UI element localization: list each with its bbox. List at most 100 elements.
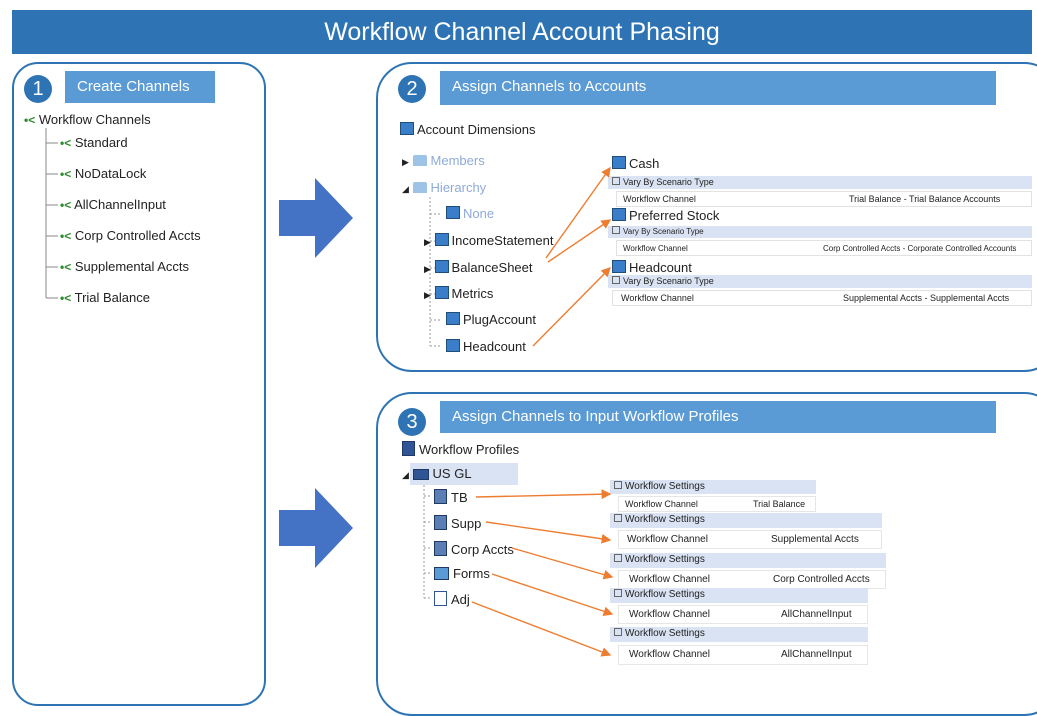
step3-header: Assign Channels to Input Workflow Profil… <box>440 401 996 433</box>
form-icon <box>434 567 449 580</box>
profile-forms[interactable]: Forms <box>434 566 490 582</box>
channel-item-corp-controlled: •< Corp Controlled Accts <box>60 228 201 244</box>
section-label: Vary By Scenario Type <box>623 227 704 236</box>
field-value[interactable]: Trial Balance <box>753 499 806 509</box>
section-label: Workflow Settings <box>625 589 705 600</box>
member-icon <box>434 260 449 273</box>
profile-connectors <box>471 489 614 657</box>
us-gl-highlight <box>410 463 518 485</box>
collapse-box-icon[interactable] <box>614 628 622 636</box>
card-title: Preferred Stock <box>629 208 720 223</box>
collapse-arrow-icon[interactable]: ◢ <box>402 470 409 480</box>
field-value[interactable]: Corp Controlled Accts <box>773 574 870 585</box>
profile-corp-accts[interactable]: Corp Accts <box>434 541 514 558</box>
collapse-box-icon[interactable] <box>612 226 620 234</box>
card-row: Workflow Channel Corp Controlled Accts - … <box>616 240 1032 256</box>
channel-tree-lines <box>45 128 58 299</box>
member-icon <box>434 286 449 299</box>
field-value[interactable]: AllChannelInput <box>781 649 852 660</box>
workflow-settings-header: Workflow Settings <box>610 553 886 568</box>
channel-label: AllChannelInput <box>74 197 166 212</box>
panel-assign-accounts <box>376 62 1037 372</box>
expand-arrow-icon[interactable]: ▶ <box>424 264 431 274</box>
account-card-title-cash: Cash <box>612 156 659 172</box>
tree-node-members[interactable]: ▶ Members <box>402 153 485 170</box>
tree-label: Hierarchy <box>430 180 487 195</box>
tree-node-balancesheet[interactable]: ▶ BalanceSheet <box>424 260 533 277</box>
tree-node-headcount[interactable]: Headcount <box>446 339 526 355</box>
collapse-box-icon[interactable] <box>614 554 622 562</box>
field-value[interactable]: Corp Controlled Accts - Corporate Contro… <box>823 244 1017 253</box>
collapse-arrow-icon[interactable]: ◢ <box>402 184 409 194</box>
workflow-settings-header: Workflow Settings <box>610 627 868 642</box>
step3-badge: 3 <box>398 408 426 436</box>
profile-icon <box>434 489 447 504</box>
profile-supp[interactable]: Supp <box>434 515 481 532</box>
expand-arrow-icon[interactable]: ▶ <box>424 290 431 300</box>
field-value[interactable]: AllChannelInput <box>781 609 852 620</box>
field-value[interactable]: Trial Balance - Trial Balance Accounts <box>849 194 1001 204</box>
tree-node-hierarchy[interactable]: ◢ Hierarchy <box>402 180 486 197</box>
card-title: Cash <box>629 156 660 171</box>
folder-icon <box>412 182 427 193</box>
channel-item-trial-balance: •< Trial Balance <box>60 290 150 306</box>
field-value[interactable]: Supplemental Accts <box>771 534 859 545</box>
step2-badge: 2 <box>398 75 426 103</box>
card-section-header: Vary By Scenario Type <box>608 176 1032 189</box>
channel-label: Corp Controlled Accts <box>74 228 201 243</box>
tree-label: Members <box>430 153 485 168</box>
tree-label: IncomeStatement <box>451 233 554 248</box>
channel-label: Supplemental Accts <box>74 259 190 274</box>
flow-arrow-to-step2 <box>279 178 353 258</box>
channel-item-nodatalock: •< NoDataLock <box>60 166 146 182</box>
section-label: Workflow Settings <box>625 481 705 492</box>
expand-arrow-icon[interactable]: ▶ <box>402 157 409 167</box>
tree-node-incomestatement[interactable]: ▶ IncomeStatement <box>424 233 553 250</box>
tree-node-us-gl[interactable]: ◢ US GL <box>402 466 472 483</box>
expand-arrow-icon[interactable]: ▶ <box>424 237 431 247</box>
field-label: Workflow Channel <box>627 534 708 545</box>
flow-arrow-to-step3 <box>279 488 353 568</box>
diagram-title: Workflow Channel Account Phasing <box>12 10 1032 54</box>
channel-item-supplemental: •< Supplemental Accts <box>60 259 189 275</box>
tree-node-metrics[interactable]: ▶ Metrics <box>424 286 493 303</box>
channel-icon: •< <box>24 113 36 127</box>
workflow-profiles-label: Workflow Profiles <box>419 442 520 457</box>
collapse-box-icon[interactable] <box>614 514 622 522</box>
workflow-settings-header: Workflow Settings <box>610 588 868 603</box>
profile-icon <box>434 515 447 530</box>
panel-create-channels <box>12 62 266 706</box>
account-dimensions-root: Account Dimensions <box>400 122 536 138</box>
field-label: Workflow Channel <box>623 194 696 204</box>
workflow-profiles-root: Workflow Profiles <box>402 441 519 458</box>
card-row: Workflow Channel Trial Balance - Trial Ba… <box>616 191 1032 207</box>
channel-icon: •< <box>60 229 72 243</box>
member-icon <box>434 233 449 246</box>
field-label: Workflow Channel <box>629 649 710 660</box>
field-label: Workflow Channel <box>623 244 688 253</box>
collapse-box-icon[interactable] <box>612 177 620 185</box>
channel-icon: •< <box>60 291 72 305</box>
dimension-icon <box>400 122 414 135</box>
collapse-box-icon[interactable] <box>614 589 622 597</box>
card-section-header: Vary By Scenario Type <box>608 275 1032 288</box>
tree-node-none[interactable]: None <box>446 206 494 222</box>
section-label: Workflow Settings <box>625 628 705 639</box>
tree-label: None <box>463 206 495 221</box>
profile-tb[interactable]: TB <box>434 489 468 506</box>
channel-icon: •< <box>60 260 72 274</box>
workflow-channels-root: •< Workflow Channels <box>24 112 151 128</box>
profile-tree-lines <box>423 485 432 599</box>
collapse-box-icon[interactable] <box>612 276 620 284</box>
tree-node-plugaccount[interactable]: PlugAccount <box>446 312 536 328</box>
channel-icon: •< <box>60 167 72 181</box>
field-value[interactable]: Supplemental Accts - Supplemental Accts <box>843 293 1010 303</box>
tree-label: Forms <box>453 566 490 581</box>
tree-label: TB <box>451 490 468 505</box>
member-icon <box>446 339 460 352</box>
member-icon <box>612 260 626 273</box>
collapse-box-icon[interactable] <box>614 481 622 489</box>
profile-adj[interactable]: Adj <box>434 591 470 608</box>
